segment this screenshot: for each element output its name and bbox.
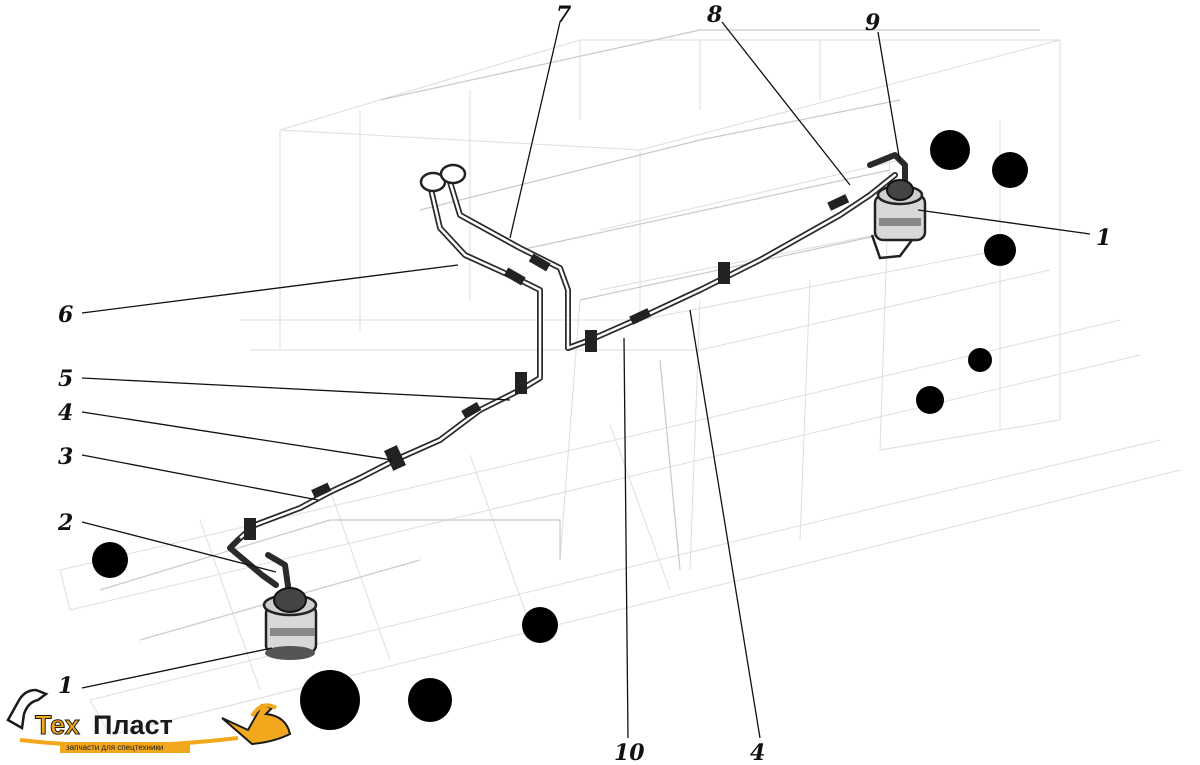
callout-labels: 7 8 9 1 6 5 4 3 2 1 10 4 (57, 2, 1111, 765)
bucket-icon (221, 703, 292, 746)
excavator-arm-icon (6, 688, 49, 730)
leader-lines (81, 21, 1091, 739)
callout-7: 7 (556, 2, 572, 28)
pipe-run-upper (447, 172, 898, 351)
callout-3: 3 (58, 444, 73, 470)
logo-tagline-bg (60, 742, 190, 753)
clamp-right (718, 262, 730, 284)
leader-4-bottom (689, 309, 761, 739)
callout-4-left: 4 (58, 400, 73, 426)
logo-name-part1: Тех (35, 710, 80, 740)
coupling-7 (528, 253, 551, 272)
coupling-10 (629, 308, 652, 325)
callout-1-left: 1 (58, 673, 73, 699)
clamp-left (244, 518, 256, 540)
leader-9 (877, 31, 901, 163)
leader-3 (81, 454, 319, 501)
coupling-3 (311, 482, 332, 499)
machine-frame-outline (99, 29, 1040, 641)
leader-10 (623, 337, 629, 739)
leader-6 (81, 264, 459, 314)
machine-frame-background (59, 39, 1181, 736)
techplast-logo: Тех Пласт запчасти для спецтехники (6, 688, 292, 753)
clamp-5 (515, 372, 527, 394)
coupling-5 (461, 402, 482, 419)
callout-5: 5 (58, 366, 73, 392)
logo-tagline: запчасти для спецтехники (66, 743, 163, 752)
callout-2: 2 (57, 510, 73, 536)
pipe-run-lower-left (235, 182, 543, 543)
callout-10: 10 (614, 740, 645, 765)
callout-6: 6 (58, 302, 73, 328)
coupling-8 (827, 194, 850, 211)
leader-2 (81, 521, 277, 573)
flange-right (439, 163, 467, 185)
logo-name-part2: Пласт (93, 710, 173, 740)
unit-1-left (262, 587, 318, 660)
pipeline (227, 152, 908, 603)
leader-7 (509, 21, 561, 239)
callout-1-right: 1 (1096, 225, 1111, 251)
clamp-4 (384, 445, 406, 471)
unit-1-right (870, 179, 927, 260)
leader-4-left (81, 411, 393, 461)
callout-4-bottom: 4 (750, 740, 765, 765)
leader-8 (721, 21, 851, 186)
callout-9: 9 (865, 10, 880, 36)
leader-1-right (917, 209, 1091, 235)
leader-1-left (81, 647, 273, 689)
leader-5 (81, 377, 511, 401)
clamp-10 (585, 330, 597, 352)
pipe-elbow-left (227, 537, 279, 588)
coupling-6 (503, 267, 526, 286)
callout-8: 8 (706, 2, 722, 28)
